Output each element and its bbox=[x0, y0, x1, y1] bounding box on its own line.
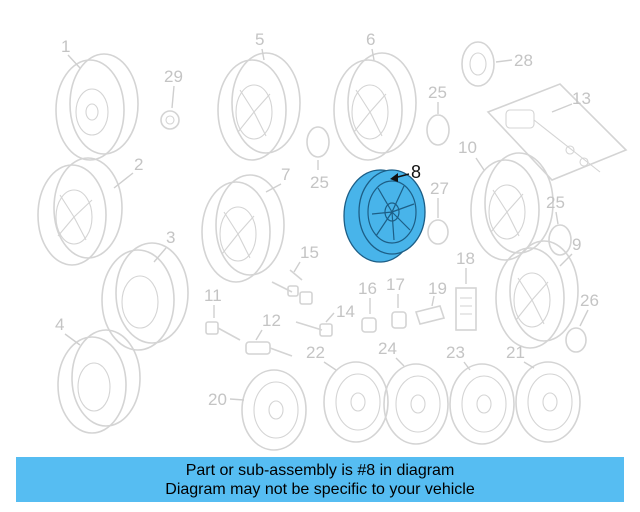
wheel-cover-part-22 bbox=[324, 362, 388, 442]
wheel-part-7 bbox=[202, 175, 284, 282]
callout-14: 14 bbox=[336, 302, 355, 321]
wheel-cover-part-20 bbox=[242, 370, 306, 450]
bolt-part-14 bbox=[296, 322, 332, 336]
callout-25-a: 25 bbox=[310, 173, 329, 192]
callout-21: 21 bbox=[506, 343, 525, 362]
callout-23: 23 bbox=[446, 343, 465, 362]
callout-7: 7 bbox=[281, 165, 290, 184]
nut-part-16 bbox=[362, 318, 376, 332]
center-cap-part-25-c bbox=[549, 225, 571, 255]
wheel-part-8-highlighted[interactable] bbox=[344, 170, 425, 262]
callout-25-b: 25 bbox=[428, 83, 447, 102]
callout-17: 17 bbox=[386, 275, 405, 294]
banner-line-1: Part or sub-assembly is #8 in diagram bbox=[186, 461, 455, 480]
center-cap-part-25-a bbox=[307, 127, 329, 157]
wheel-part-2 bbox=[38, 158, 122, 265]
callout-10: 10 bbox=[458, 138, 477, 157]
callout-5: 5 bbox=[255, 30, 264, 49]
wheel-part-6 bbox=[334, 53, 416, 160]
center-cap-part-25-b bbox=[427, 115, 449, 145]
wheel-cover-part-23 bbox=[450, 364, 514, 444]
callout-26: 26 bbox=[580, 291, 599, 310]
wheel-cover-part-21 bbox=[516, 362, 580, 442]
callout-18: 18 bbox=[456, 249, 475, 268]
wheel-cover-part-24 bbox=[384, 364, 448, 444]
callout-20: 20 bbox=[208, 390, 227, 409]
callout-8: 8 bbox=[411, 162, 421, 182]
callout-29: 29 bbox=[164, 67, 183, 86]
callout-25-c: 25 bbox=[546, 193, 565, 212]
callout-3: 3 bbox=[166, 228, 175, 247]
cap-part-17 bbox=[392, 312, 406, 328]
center-cap-part-27 bbox=[428, 220, 448, 244]
center-cap-part-26 bbox=[566, 328, 586, 352]
callout-13: 13 bbox=[572, 89, 591, 108]
valve-part-12 bbox=[246, 342, 292, 356]
callout-9: 9 bbox=[572, 235, 581, 254]
info-banner: Part or sub-assembly is #8 in diagram Di… bbox=[16, 457, 624, 502]
callout-16: 16 bbox=[358, 279, 377, 298]
callout-11: 11 bbox=[204, 286, 222, 305]
bolt-part-11 bbox=[206, 322, 240, 340]
center-cap-part-28 bbox=[462, 42, 494, 86]
callout-22: 22 bbox=[306, 343, 325, 362]
callout-27: 27 bbox=[430, 179, 449, 198]
callout-15: 15 bbox=[300, 243, 319, 262]
wheel-part-3 bbox=[102, 243, 188, 350]
wheel-part-9 bbox=[496, 241, 578, 348]
callout-12: 12 bbox=[262, 311, 281, 330]
callout-24: 24 bbox=[378, 339, 397, 358]
wheel-part-5 bbox=[218, 53, 300, 160]
callout-28: 28 bbox=[514, 51, 533, 70]
callout-6: 6 bbox=[366, 30, 375, 49]
callout-19: 19 bbox=[428, 279, 447, 298]
callout-2: 2 bbox=[134, 155, 143, 174]
clip-part-19 bbox=[416, 306, 444, 324]
sensor-part-13 bbox=[488, 84, 626, 180]
callout-4: 4 bbox=[55, 315, 64, 334]
banner-line-2: Diagram may not be specific to your vehi… bbox=[165, 480, 474, 499]
center-cap-part-29 bbox=[161, 111, 179, 129]
parts-diagram: 1 2 3 4 5 6 bbox=[0, 0, 640, 455]
callout-1: 1 bbox=[61, 37, 70, 56]
bolt-part-15 bbox=[272, 270, 312, 304]
wheel-part-1 bbox=[56, 54, 138, 160]
label-part-18 bbox=[456, 288, 476, 330]
wheel-part-4 bbox=[58, 330, 140, 433]
